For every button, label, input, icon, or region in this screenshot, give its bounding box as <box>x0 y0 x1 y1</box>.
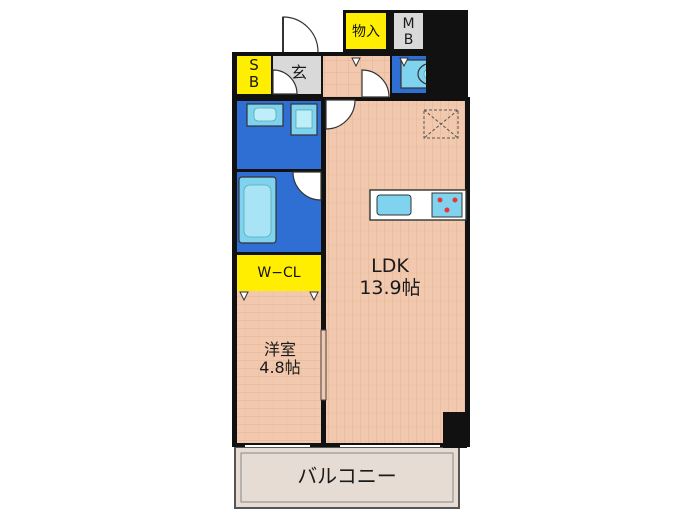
entrance-label: 玄 <box>290 63 307 82</box>
bathroom-door <box>292 171 322 201</box>
sliding-door <box>320 329 327 401</box>
wcl-label: W−CL <box>237 255 321 291</box>
western-room-floor <box>237 291 321 443</box>
toilet-door <box>361 69 390 98</box>
ldk-floor <box>326 101 465 443</box>
tower-wall <box>426 10 468 100</box>
balcony <box>234 446 460 509</box>
sb-door <box>272 69 298 95</box>
kitchen-sink <box>376 194 412 216</box>
entrance-door <box>282 16 319 53</box>
storage-label: 物入 <box>346 13 386 49</box>
stove <box>431 192 463 218</box>
range-hood <box>423 109 459 139</box>
washroom-door <box>325 99 356 130</box>
pillar <box>443 412 467 448</box>
balcony-label: バルコニー <box>297 464 397 488</box>
